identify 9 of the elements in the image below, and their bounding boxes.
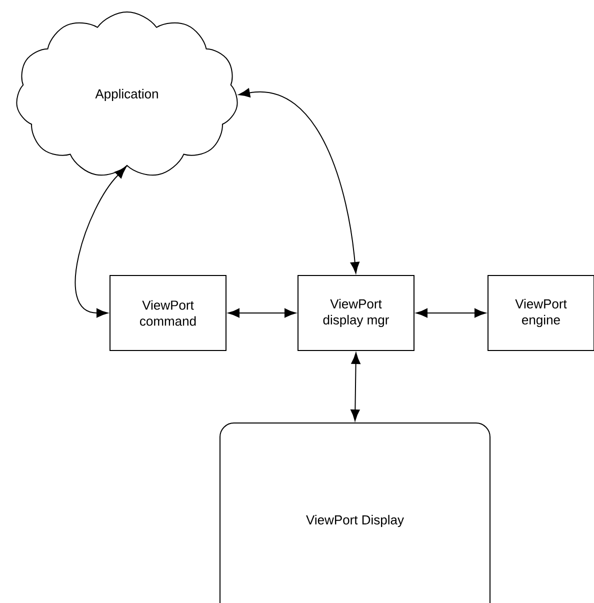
arrow <box>228 308 296 318</box>
process-box: ViewPort command <box>110 275 226 351</box>
arrow <box>74 167 126 318</box>
process-box: ViewPort display mgr <box>298 275 414 351</box>
display-box: ViewPort Display <box>220 422 490 603</box>
arrow <box>238 88 360 274</box>
process-box: ViewPort engine <box>488 275 594 351</box>
arrow <box>350 352 360 421</box>
arrow <box>416 308 486 318</box>
